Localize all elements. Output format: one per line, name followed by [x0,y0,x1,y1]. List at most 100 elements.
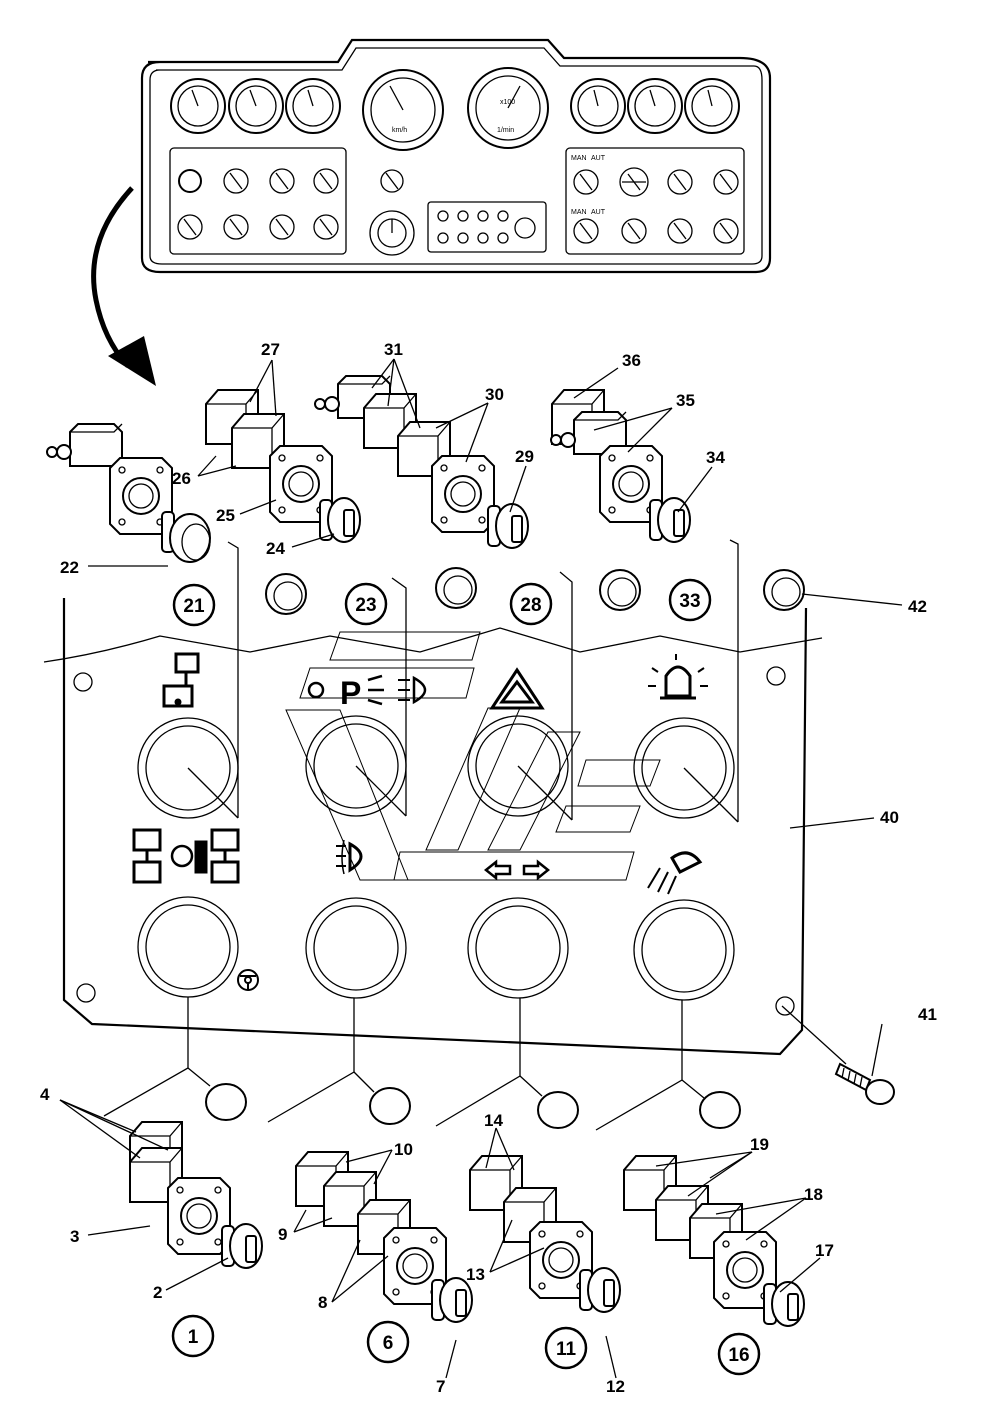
circled-callout [509,582,553,626]
callout: 24 [266,539,285,558]
circled-number: 28 [520,595,541,616]
speedo-unit: km/h [392,127,407,134]
callout: 35 [676,391,695,410]
aut-label-top: AUT [591,155,606,162]
callout: 8 [318,1293,327,1312]
callout: 10 [394,1140,413,1159]
screw [834,1062,895,1105]
lower-guide-lines [103,997,847,1131]
switch-panel [43,539,823,1056]
callout: 17 [815,1241,834,1260]
part-group-21 [46,423,211,563]
circled-callout [366,1320,410,1364]
part-group-1 [129,1121,263,1269]
tacho-unit: 1/min [497,127,514,134]
callout: 13 [466,1265,485,1284]
mounting-hole [76,983,96,1003]
gauge-right-3 [684,78,740,134]
callout: 12 [606,1377,625,1396]
circled-callouts: 21 23 28 33 1 6 11 16 [171,578,761,1376]
gauge-right-1 [570,78,626,134]
callout-labels: 2 3 4 7 8 9 10 12 13 14 17 18 19 22 24 2… [40,340,937,1396]
aut-label-bottom: AUT [591,209,606,216]
watermark-logo [285,631,661,881]
part-group-16 [623,1155,805,1327]
callout: 29 [515,447,534,466]
upper-openings [137,715,739,823]
callout: 7 [436,1377,445,1396]
indicator-lamp [265,573,307,615]
callout: 14 [484,1111,503,1130]
power-take-off-icon [162,652,200,708]
callout: 31 [384,340,403,359]
callout: 42 [908,597,927,616]
circled-callout [717,1332,761,1376]
speedometer: km/h [362,69,444,151]
callout: 25 [216,506,235,525]
beacon-icon [648,654,708,700]
indicator-lamp [599,569,641,611]
mounting-hole [775,996,795,1016]
dashboard-overview: km/h x100 1/min [140,38,772,274]
callout: 2 [153,1283,162,1302]
callout: 30 [485,385,504,404]
part-group-11 [469,1155,621,1313]
fog-light-icon [336,839,363,875]
work-light-icon [647,851,703,895]
circled-number: 33 [679,591,700,612]
circled-callout [544,1326,588,1370]
callout: 27 [261,340,280,359]
indicator-lamp [205,1083,247,1121]
callout: 4 [40,1085,50,1104]
steering-wheel-icon [237,969,259,991]
circled-number: 21 [183,596,205,617]
man-label-top: MAN [571,155,587,162]
gauge-left-1 [170,78,226,134]
circled-callout [171,1314,215,1358]
callout: 36 [622,351,641,370]
indicator-lamp [369,1087,411,1125]
svg-text:P: P [340,675,361,711]
man-label-bottom: MAN [571,209,587,216]
tacho-scale: x100 [500,99,515,106]
left-switch-subpanel [169,147,347,255]
detail-arrow [91,186,134,368]
leader-lines [59,358,903,1379]
circled-number: 23 [355,595,376,616]
circled-callout [344,582,388,626]
lower-openings [137,896,735,1001]
callout: 26 [172,469,191,488]
circled-number: 11 [556,1339,577,1360]
right-switch-subpanel [565,147,745,255]
callout: 18 [804,1185,823,1204]
detail-arrow-head [108,336,156,386]
indicator-lamp [699,1091,741,1129]
callout: 40 [880,808,899,827]
indicator-lamp-strip [427,201,547,253]
circled-number: 6 [383,1333,394,1354]
gauge-right-2 [627,78,683,134]
mounting-hole [766,666,786,686]
dashboard-outline [140,38,772,274]
tachometer: x100 1/min [467,67,549,149]
part-group-33 [550,389,691,543]
callout: 19 [750,1135,769,1154]
left-subpanel-light [178,169,202,193]
turn-signal-icon [483,859,551,881]
gauge-left-2 [228,78,284,134]
circled-callout [172,583,216,627]
differential-lock-icon [132,828,240,884]
indicator-lamp [435,567,477,609]
callout: 9 [278,1225,287,1244]
parking-light-icon: P [307,674,427,711]
callout: 41 [918,1005,937,1024]
circled-number: 1 [188,1327,199,1348]
indicator-lamp [763,569,805,611]
mounting-hole [73,672,93,692]
circled-number: 16 [728,1345,749,1366]
gauge-left-3 [285,78,341,134]
hazard-warning-icon [489,667,545,710]
indicator-lamp [537,1091,579,1129]
circled-callout [668,578,712,622]
